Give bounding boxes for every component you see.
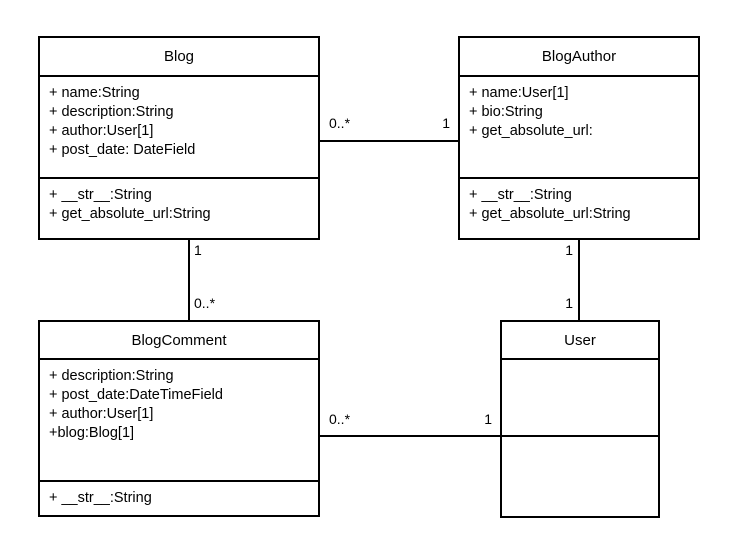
multiplicity-blogcomment-user-target: 1: [484, 411, 492, 427]
class-member: + __str__:String: [49, 490, 152, 506]
class-member: + post_date:DateTimeField: [49, 387, 223, 403]
class-member: + description:String: [49, 104, 174, 120]
class-member: + get_absolute_url:: [469, 123, 593, 139]
class-member: + __str__:String: [469, 187, 572, 203]
class-member: + post_date: DateField: [49, 142, 196, 158]
class-name-blogcomment: BlogComment: [40, 322, 318, 360]
class-methods-user: [502, 437, 658, 516]
multiplicity-blogauthor-user-target: 1: [565, 295, 573, 311]
class-box-user[interactable]: User: [500, 320, 660, 518]
class-member: + author:User[1]: [49, 123, 154, 139]
association-line-blog-blogauthor: [320, 140, 458, 142]
multiplicity-blogauthor-user-source: 1: [565, 242, 573, 258]
class-member: + get_absolute_url:String: [469, 206, 631, 222]
multiplicity-blog-blogcomment-target: 0..*: [194, 295, 216, 311]
class-box-blogcomment[interactable]: BlogComment + description:String + post_…: [38, 320, 320, 517]
association-line-blog-blogcomment: [188, 240, 190, 320]
class-member: + __str__:String: [49, 187, 152, 203]
class-attributes-blogauthor: + name:User[1] + bio:String + get_absolu…: [460, 77, 698, 179]
class-member: + author:User[1]: [49, 406, 154, 422]
multiplicity-blog-blogcomment-source: 1: [194, 242, 202, 258]
multiplicity-blog-blogauthor-target: 1: [442, 115, 450, 131]
class-box-blog[interactable]: Blog + name:String + description:String …: [38, 36, 320, 240]
class-name-user: User: [502, 322, 658, 360]
association-line-blogcomment-user: [320, 435, 500, 437]
class-attributes-user: [502, 360, 658, 437]
class-name-blog: Blog: [40, 38, 318, 77]
class-methods-blogauthor: + __str__:String + get_absolute_url:Stri…: [460, 179, 698, 238]
class-member: + name:User[1]: [469, 85, 569, 101]
class-member: + bio:String: [469, 104, 543, 120]
multiplicity-blogcomment-user-source: 0..*: [329, 411, 351, 427]
class-name-blogauthor: BlogAuthor: [460, 38, 698, 77]
class-methods-blogcomment: + __str__:String: [40, 482, 318, 515]
association-line-blogauthor-user: [578, 240, 580, 320]
class-member: + get_absolute_url:String: [49, 206, 211, 222]
class-methods-blog: + __str__:String + get_absolute_url:Stri…: [40, 179, 318, 238]
class-box-blogauthor[interactable]: BlogAuthor + name:User[1] + bio:String +…: [458, 36, 700, 240]
class-member: +blog:Blog[1]: [49, 425, 135, 441]
class-attributes-blogcomment: + description:String + post_date:DateTim…: [40, 360, 318, 482]
class-member: + name:String: [49, 85, 140, 101]
class-attributes-blog: + name:String + description:String + aut…: [40, 77, 318, 179]
multiplicity-blog-blogauthor-source: 0..*: [329, 115, 351, 131]
class-member: + description:String: [49, 368, 174, 384]
